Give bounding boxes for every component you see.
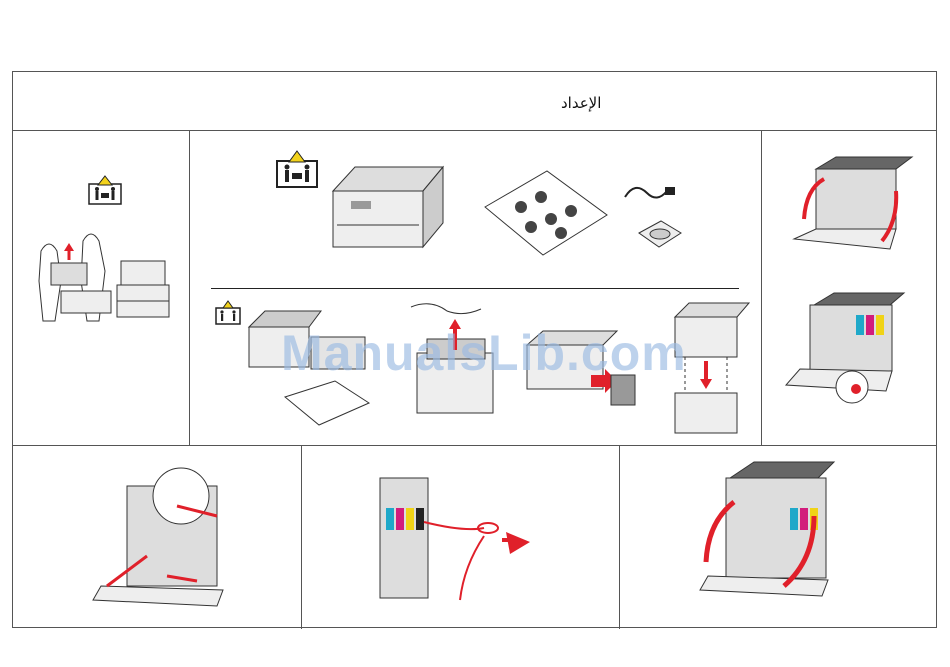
remove-cartridge-illustration: [780, 291, 910, 411]
printer-illustration: [329, 161, 449, 251]
open-door-illustration: [786, 155, 916, 255]
close-doors-illustration: [694, 458, 854, 608]
pull-tape-illustration: [380, 458, 550, 608]
setup-sheet-illustration: [481, 167, 611, 257]
panel-open-front-door: [762, 131, 938, 445]
power-cord-illustration: [621, 177, 681, 207]
two-person-lift-icon: [275, 151, 319, 189]
two-person-lift-icon: [87, 176, 123, 206]
watermark: ManualsLib.com: [281, 324, 687, 382]
setup-sheet: الإعداد: [12, 71, 937, 628]
panel-lift-warning: [13, 131, 189, 445]
cd-illustration: [635, 219, 685, 249]
people-lifting-printer-illustration: [21, 221, 181, 331]
panel-pull-tape: [302, 446, 619, 629]
remove-packing-illustration: [87, 466, 247, 616]
panel-remove-packing: [13, 446, 301, 629]
title-row: الإعداد: [13, 72, 936, 131]
panel-close-doors: [620, 446, 938, 629]
page-title: الإعداد: [561, 94, 601, 112]
panel-unpack-contents: [189, 131, 761, 288]
two-person-lift-icon: [214, 301, 242, 325]
